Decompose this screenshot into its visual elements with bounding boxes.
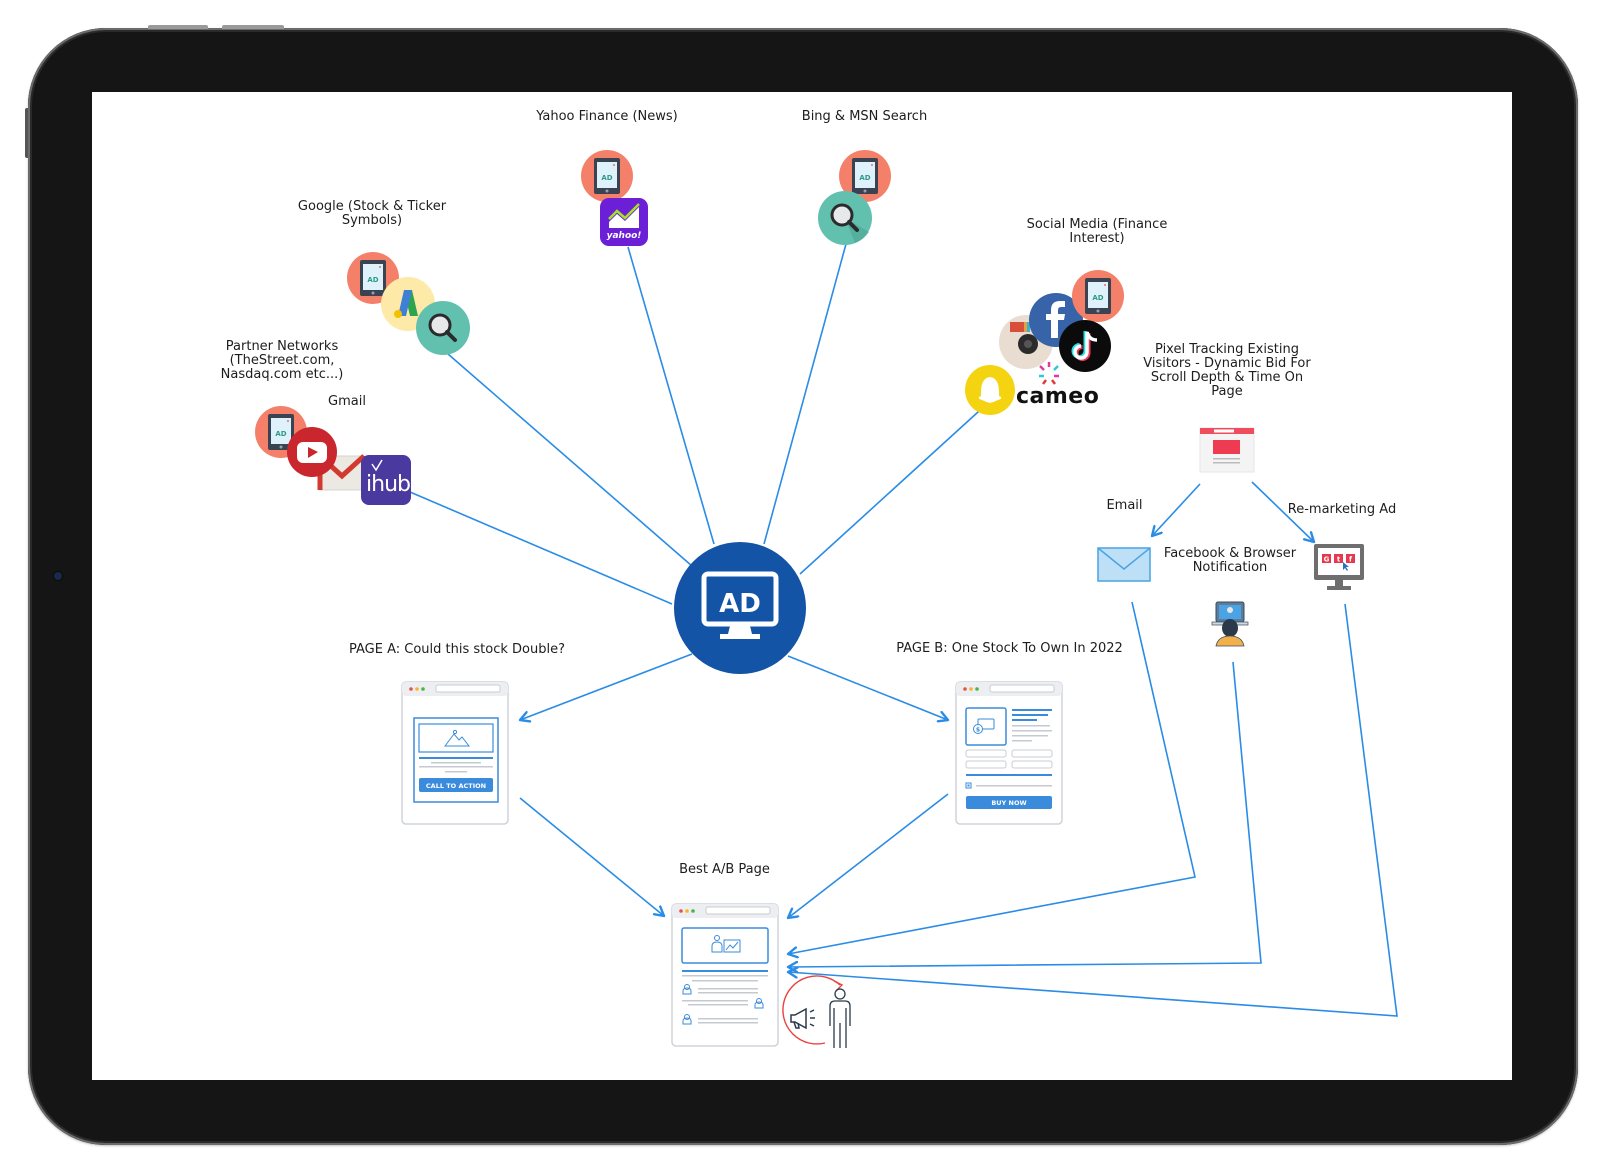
- svg-text:AD: AD: [275, 430, 286, 438]
- search-magnifier-icon: [818, 191, 872, 245]
- partner-label-line: (TheStreet.com,: [229, 353, 335, 368]
- partner-label-line: Nasdaq.com etc...): [220, 367, 344, 382]
- arrow-page-b-to-best: [788, 793, 949, 918]
- best-page-label: Best A/B Page: [679, 862, 770, 877]
- person-icon: [829, 988, 851, 1048]
- svg-text:CALL TO ACTION: CALL TO ACTION: [426, 782, 486, 790]
- ad-tablet-icon: AD: [839, 150, 891, 202]
- side-button: [25, 108, 28, 158]
- arrow-ad-to-page-b: [787, 655, 948, 720]
- ad-tablet-icon: AD: [255, 406, 307, 458]
- notification-person-icon: [1211, 601, 1249, 647]
- svg-text:AD: AD: [601, 174, 612, 182]
- volume-up-button: [148, 25, 208, 29]
- gmail-label: Gmail: [328, 394, 366, 409]
- social-label-line: Social Media (Finance: [1026, 217, 1168, 232]
- notification-label-line: Notification: [1192, 560, 1268, 575]
- page-b-label: PAGE B: One Stock To Own In 2022: [896, 641, 1123, 656]
- yahoo-finance-label: Yahoo Finance (News): [536, 109, 678, 124]
- partner-networks-label: Partner Networks (TheStreet.com, Nasdaq.…: [202, 340, 362, 382]
- diagram-canvas: AD AD yahoo! AD AD: [255, 150, 1398, 1048]
- ad-hub-node: AD: [674, 542, 806, 674]
- bing-icon-cluster: AD: [818, 150, 891, 245]
- ad-tablet-icon: AD: [347, 252, 399, 304]
- line-social-to-ad: [799, 391, 1001, 575]
- arrow-page-a-to-best: [519, 797, 664, 916]
- google-label-line: Symbols): [341, 213, 403, 228]
- pixel-label-line: Visitors - Dynamic Bid For: [1143, 356, 1311, 371]
- partner-label-line: Partner Networks: [225, 339, 339, 354]
- ad-hub-label: AD: [719, 589, 761, 619]
- youtube-icon: [287, 427, 337, 477]
- partner-icon-cluster: AD ihub: [255, 406, 411, 505]
- yahoo-finance-icon: yahoo!: [600, 198, 648, 246]
- google-icon-cluster: AD: [347, 252, 470, 355]
- svg-text:ihub: ihub: [366, 472, 410, 497]
- svg-text:AD: AD: [859, 174, 870, 182]
- ad-tablet-icon: AD: [581, 150, 633, 202]
- ihub-icon: ihub: [361, 455, 411, 505]
- call-to-action-button[interactable]: [419, 778, 493, 792]
- notification-label-line: Facebook & Browser: [1163, 546, 1297, 561]
- email-envelope-icon: [1097, 547, 1151, 582]
- svg-text:yahoo!: yahoo!: [607, 231, 642, 241]
- google-label-line: Google (Stock & Ticker: [297, 199, 447, 214]
- line-partner-to-ad: [409, 491, 673, 605]
- social-icon-cluster: AD: [965, 270, 1124, 415]
- svg-text:$: $: [976, 727, 980, 734]
- email-label: Email: [1106, 498, 1143, 513]
- remarketing-label: Re-marketing Ad: [1287, 502, 1397, 517]
- connector-lines: [409, 243, 1398, 1017]
- social-label-line: Interest): [1069, 231, 1125, 246]
- svg-text:AD: AD: [367, 276, 378, 284]
- best-page-mockup: [671, 903, 779, 1047]
- line-bing-to-ad: [763, 243, 847, 545]
- notification-label: Facebook & Browser Notification: [1155, 547, 1305, 575]
- arrow-email-to-best: [788, 601, 1196, 954]
- page-b-mockup: $ BUY NOW: [955, 681, 1063, 825]
- pixel-label-line: Scroll Depth & Time On: [1150, 370, 1304, 385]
- cameo-icon: [1039, 362, 1059, 385]
- arrow-notification-to-best: [788, 661, 1262, 967]
- pixel-tracking-page-icon: [1199, 427, 1255, 473]
- megaphone-icon: [790, 1007, 815, 1030]
- arrow-ad-to-page-a: [520, 653, 693, 720]
- svg-text:BUY NOW: BUY NOW: [991, 799, 1026, 807]
- search-magnifier-icon: [416, 301, 470, 355]
- yahoo-icon-cluster: AD yahoo!: [581, 150, 648, 246]
- snapchat-icon: [965, 365, 1015, 415]
- bing-msn-label: Bing & MSN Search: [801, 109, 928, 124]
- social-media-label: Social Media (Finance Interest): [1002, 218, 1192, 246]
- pixel-label-line: Pixel Tracking Existing: [1155, 342, 1299, 357]
- cameo-logo-text: cameo: [1016, 384, 1100, 409]
- pixel-tracking-label: Pixel Tracking Existing Visitors - Dynam…: [1132, 343, 1322, 399]
- arrow-remarketing-to-best: [788, 603, 1398, 1017]
- arrow-pixel-to-email: [1152, 483, 1201, 536]
- line-google-to-ad: [447, 353, 693, 567]
- ad-tablet-icon: AD: [1072, 270, 1124, 322]
- conversion-loop: [782, 975, 851, 1048]
- red-loop-arrow: [782, 975, 841, 1045]
- svg-text:AD: AD: [1092, 294, 1103, 302]
- arrow-pixel-to-remarketing: [1251, 481, 1314, 542]
- svg-text:G: G: [1324, 556, 1330, 564]
- svg-text:f: f: [1349, 556, 1353, 564]
- svg-text:t: t: [1337, 556, 1341, 564]
- buy-now-button[interactable]: [966, 796, 1052, 809]
- camera-icon: [54, 572, 62, 580]
- google-label: Google (Stock & Ticker Symbols): [282, 200, 462, 228]
- pixel-label-line: Page: [1211, 384, 1243, 399]
- volume-down-button: [222, 25, 284, 29]
- line-yahoo-to-ad: [627, 246, 715, 545]
- remarketing-monitor-icon: G t f: [1314, 544, 1364, 590]
- page-a-mockup: CALL TO ACTION: [401, 681, 509, 825]
- page-a-label: PAGE A: Could this stock Double?: [349, 642, 565, 657]
- tiktok-icon: [1059, 320, 1111, 372]
- screen: AD AD yahoo! AD AD: [92, 92, 1512, 1080]
